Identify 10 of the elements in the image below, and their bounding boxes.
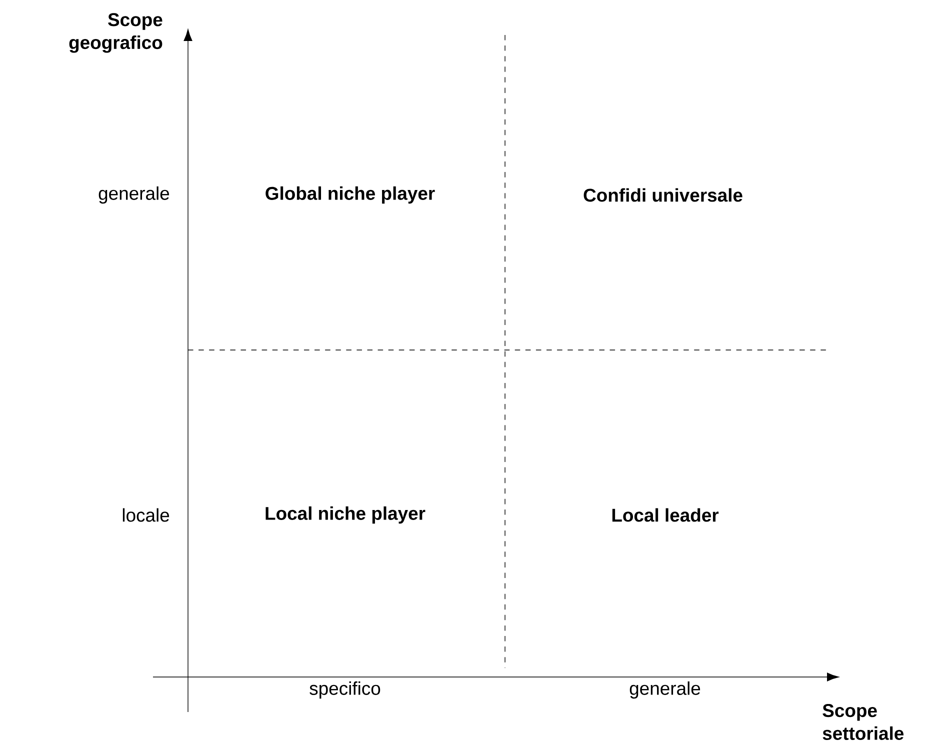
axis-tick-label: generale: [630, 681, 700, 699]
quadrant-label: Local niche player: [266, 506, 426, 524]
quadrant-label: Confidi universale: [584, 188, 742, 202]
axis-title: Scope settoriale: [822, 704, 904, 740]
axis-tick-label: specifico: [310, 681, 380, 699]
quadrant-label: Global niche player: [266, 186, 435, 204]
axis-tick-label: locale: [122, 508, 170, 522]
axis-tick-label: generale: [98, 186, 170, 204]
axis-title: Scope geografico: [69, 13, 162, 53]
quadrant-label: Local leader: [612, 508, 719, 522]
